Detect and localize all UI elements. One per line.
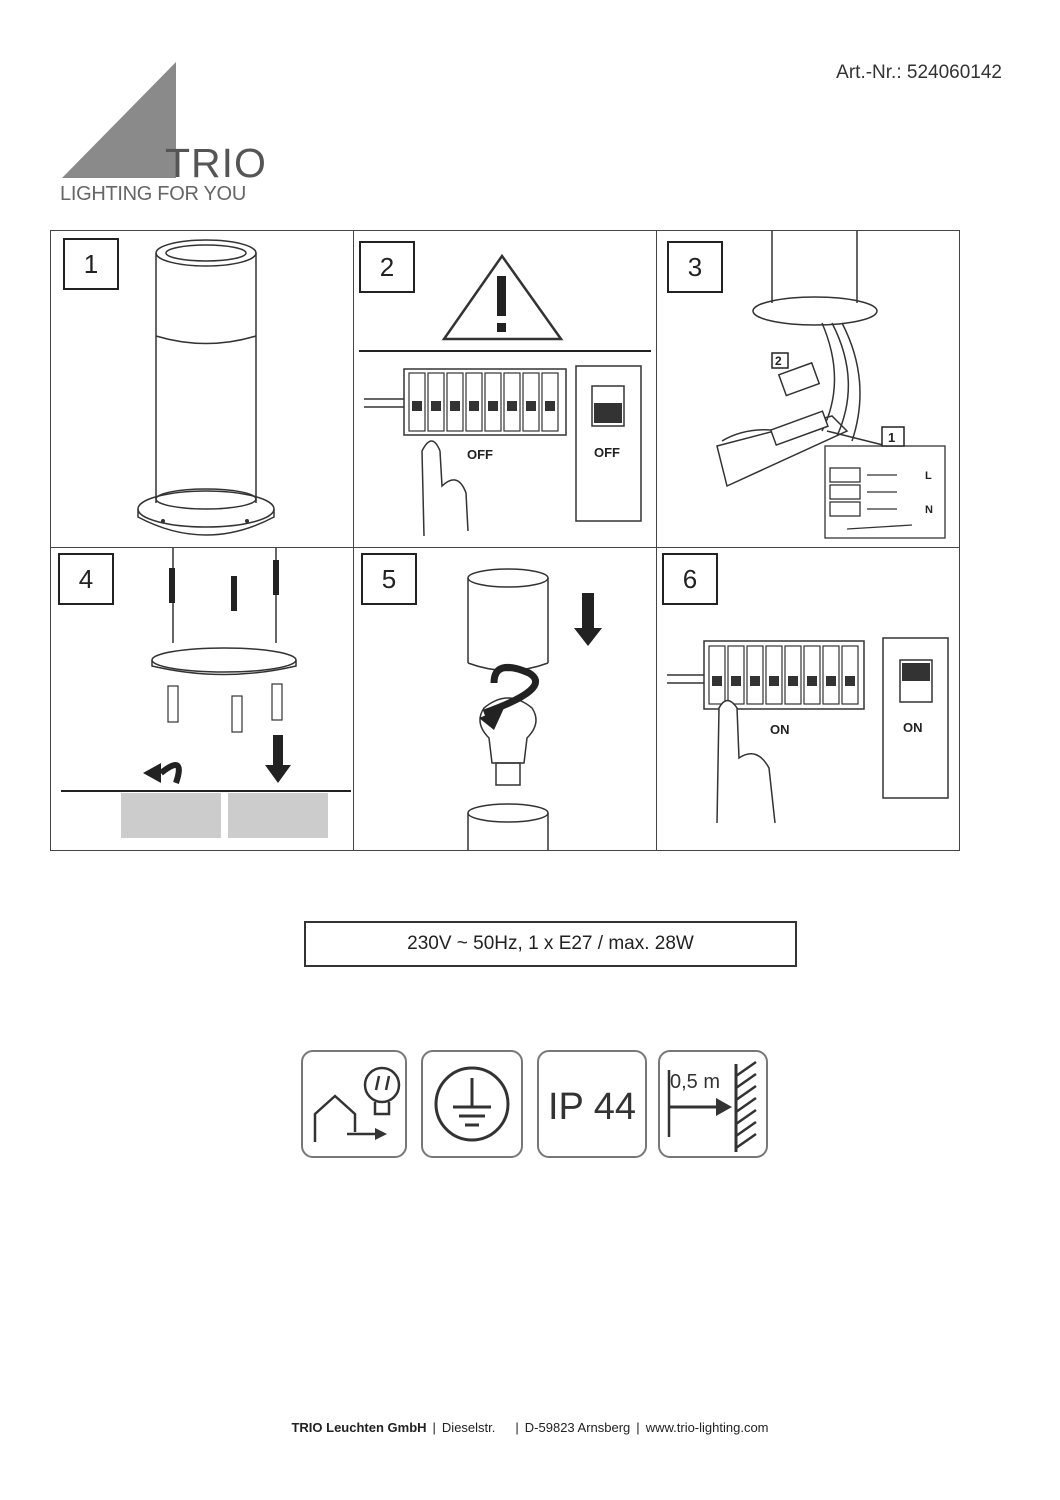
- switch-on-illustration: ON ON: [667, 637, 949, 824]
- step-3-panel: 3 2: [657, 231, 960, 541]
- terminal-n-label: N: [925, 504, 933, 516]
- step-number: 2: [359, 241, 415, 293]
- step-number: 5: [361, 553, 417, 605]
- footer-website[interactable]: www.trio-lighting.com: [645, 1420, 769, 1435]
- indoor-outdoor-lamp-icon: [301, 1050, 407, 1158]
- min-distance-icon: 0,5 m: [658, 1050, 768, 1158]
- switch-off-illustration: OFF OFF: [359, 253, 651, 537]
- logo-tagline: LIGHTING FOR YOU: [60, 183, 246, 205]
- footer-city: D-59823 Arnsberg: [524, 1420, 631, 1435]
- step-number: 3: [667, 241, 723, 293]
- switch-off-label: OFF: [594, 445, 620, 460]
- footer-street: Dieselstr.: [441, 1420, 496, 1435]
- switch-on-label: ON: [903, 720, 923, 735]
- logo-triangle-icon: [62, 62, 176, 178]
- wiring-illustration: 2 1 L N: [716, 231, 946, 539]
- callout-1: 1: [888, 430, 895, 445]
- instruction-grid: 1 2: [50, 230, 960, 851]
- step-6-panel: 6 ON ON: [657, 548, 960, 850]
- trio-logo: [58, 60, 273, 210]
- warning-icon: [441, 253, 564, 341]
- article-number: Art.-Nr.: 524060142: [836, 62, 1002, 83]
- step-number: 6: [662, 553, 718, 605]
- step-1-panel: 1: [51, 231, 354, 541]
- breaker-on-label: ON: [770, 722, 790, 737]
- callout-2: 2: [775, 354, 782, 368]
- logo-brand: TRIO: [165, 140, 267, 186]
- step-4-panel: 4: [51, 548, 354, 850]
- bollard-light-illustration: [137, 239, 275, 536]
- mounting-illustration: [61, 548, 351, 838]
- bulb-install-illustration: [467, 568, 602, 850]
- min-distance-text: 0,5 m: [670, 1071, 720, 1093]
- certification-icons: IP 44 0,5 m: [300, 1050, 770, 1162]
- ip-rating-text: IP 44: [548, 1086, 636, 1128]
- step-number: 4: [58, 553, 114, 605]
- step-number: 1: [63, 238, 119, 290]
- footer-company: TRIO Leuchten GmbH: [291, 1420, 427, 1435]
- footer: TRIO Leuchten GmbH|Dieselstr.|D-59823 Ar…: [291, 1420, 769, 1435]
- breaker-off-label: OFF: [467, 447, 493, 462]
- terminal-l-label: L: [925, 470, 932, 482]
- step-5-panel: 5: [354, 548, 657, 850]
- protective-earth-icon: [421, 1050, 523, 1158]
- electrical-spec: 230V ~ 50Hz, 1 x E27 / max. 28W: [304, 921, 797, 967]
- step-2-panel: 2 OFF: [354, 231, 657, 541]
- ip-rating-icon: IP 44: [537, 1050, 647, 1158]
